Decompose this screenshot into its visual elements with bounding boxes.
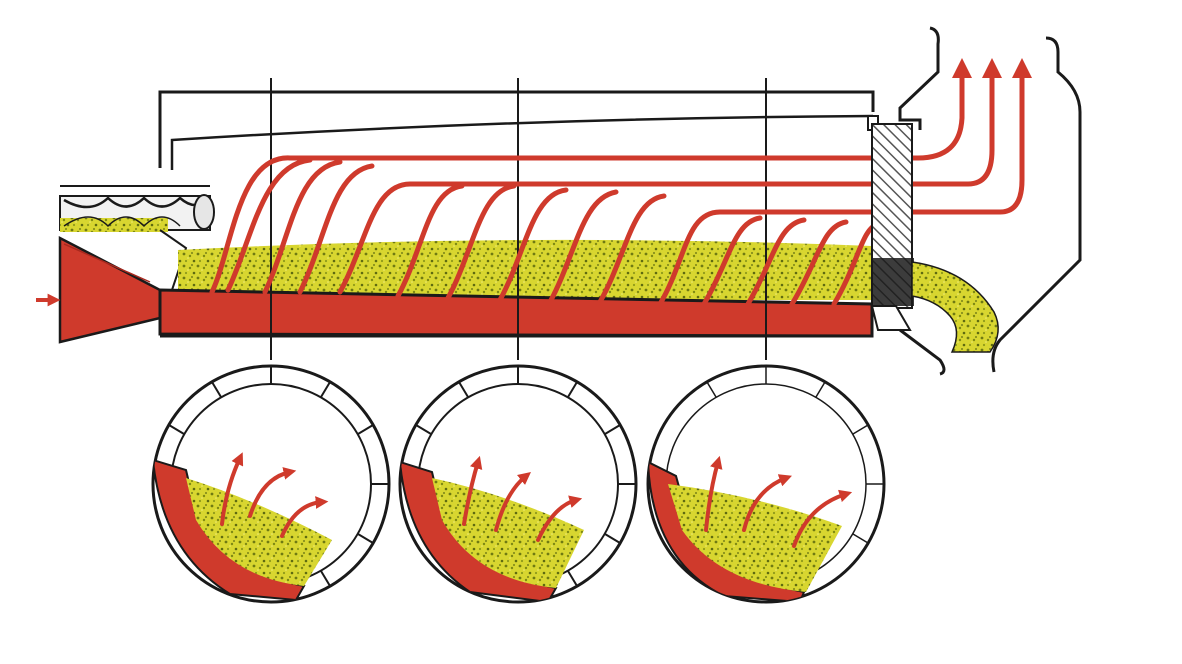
- cross-section-2: [398, 364, 638, 604]
- hot-gas-flow: [209, 58, 1032, 307]
- screw-conveyor-icon: [59, 185, 215, 291]
- hood-icon: [898, 26, 1082, 376]
- burner-inlet: [58, 235, 162, 344]
- drum-seal: [870, 123, 914, 331]
- cross-section-1: [151, 364, 391, 604]
- drum-body: [158, 239, 874, 338]
- cross-section-3: [646, 364, 886, 604]
- section-lines: [270, 78, 767, 360]
- chute-icon: [911, 261, 999, 353]
